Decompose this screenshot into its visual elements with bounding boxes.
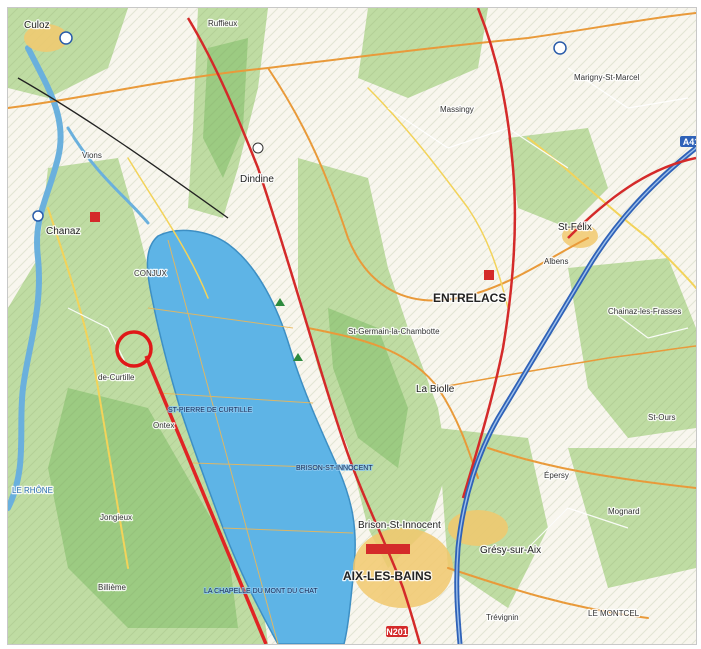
local-roads [67, 67, 689, 549]
label-billieme: Billième [98, 583, 127, 592]
map-frame: A41 N201 Culoz Ruffieux Vions Chanaz Din… [7, 7, 697, 645]
label-marigny: Marigny-St-Marcel [574, 73, 640, 82]
shield-n201: N201 [386, 627, 408, 637]
label-entrelacs: ENTRELACS [433, 291, 506, 305]
label-ontex: Ontex [153, 421, 174, 430]
label-la-biolle: La Biolle [416, 384, 455, 395]
red-highway [186, 17, 422, 644]
rhone-river [8, 45, 150, 511]
red-road-northeast [567, 156, 696, 239]
label-vions: Vions [82, 151, 102, 160]
lac-du-bourget[interactable] [146, 229, 356, 644]
label-le-rhone: LE RHÔNE [12, 486, 53, 495]
location-marker[interactable] [115, 330, 153, 368]
shield-a41: A41 [683, 137, 696, 147]
label-trevignin: Trévignin [486, 613, 519, 622]
label-st-ours: St-Ours [648, 413, 676, 422]
label-curtille: de-Curtille [98, 373, 135, 382]
lake-label-st-pierre: ST-PIERRE DE CURTILLE [168, 407, 253, 414]
label-chanaz: Chanaz [46, 226, 80, 237]
label-brison: Brison-St-Innocent [358, 520, 441, 531]
map-symbols [32, 31, 567, 554]
label-epersy: Épersy [544, 471, 569, 480]
label-chainaz: Chainaz-les-Frasses [608, 307, 681, 316]
label-aix-les-bains: AIX-LES-BAINS [343, 569, 432, 583]
lake-label-brison: BRISON-ST-INNOCENT [296, 465, 373, 472]
label-ruffieux: Ruffieux [208, 19, 237, 28]
railway [17, 77, 229, 219]
label-st-germain: St-Germain-la-Chambotte [348, 327, 440, 336]
secondary-roads [8, 12, 696, 619]
lake-lines [147, 239, 354, 644]
label-culoz: Culoz [24, 20, 50, 31]
road-shields [386, 136, 696, 637]
label-le-montcel: LE MONTCEL [588, 609, 640, 618]
red-road-north [461, 8, 517, 499]
label-mognard: Mognard [608, 507, 640, 516]
lake-label-chapelle: LA CHAPELLE DU MONT DU CHAT [204, 588, 318, 595]
label-st-felix: St-Félix [558, 222, 592, 233]
highlighted-route [144, 355, 268, 644]
label-conjux: CONJUX [134, 269, 168, 278]
motorway-a41-inner [456, 147, 696, 644]
label-massingy: Massingy [440, 105, 474, 114]
label-dindine: Dindine [240, 174, 274, 185]
label-jongieux: Jongieux [100, 513, 132, 522]
label-gresy: Grésy-sur-Aix [480, 545, 541, 556]
label-albens: Albens [544, 257, 568, 266]
topographic-map[interactable]: A41 N201 Culoz Ruffieux Vions Chanaz Din… [8, 8, 696, 644]
